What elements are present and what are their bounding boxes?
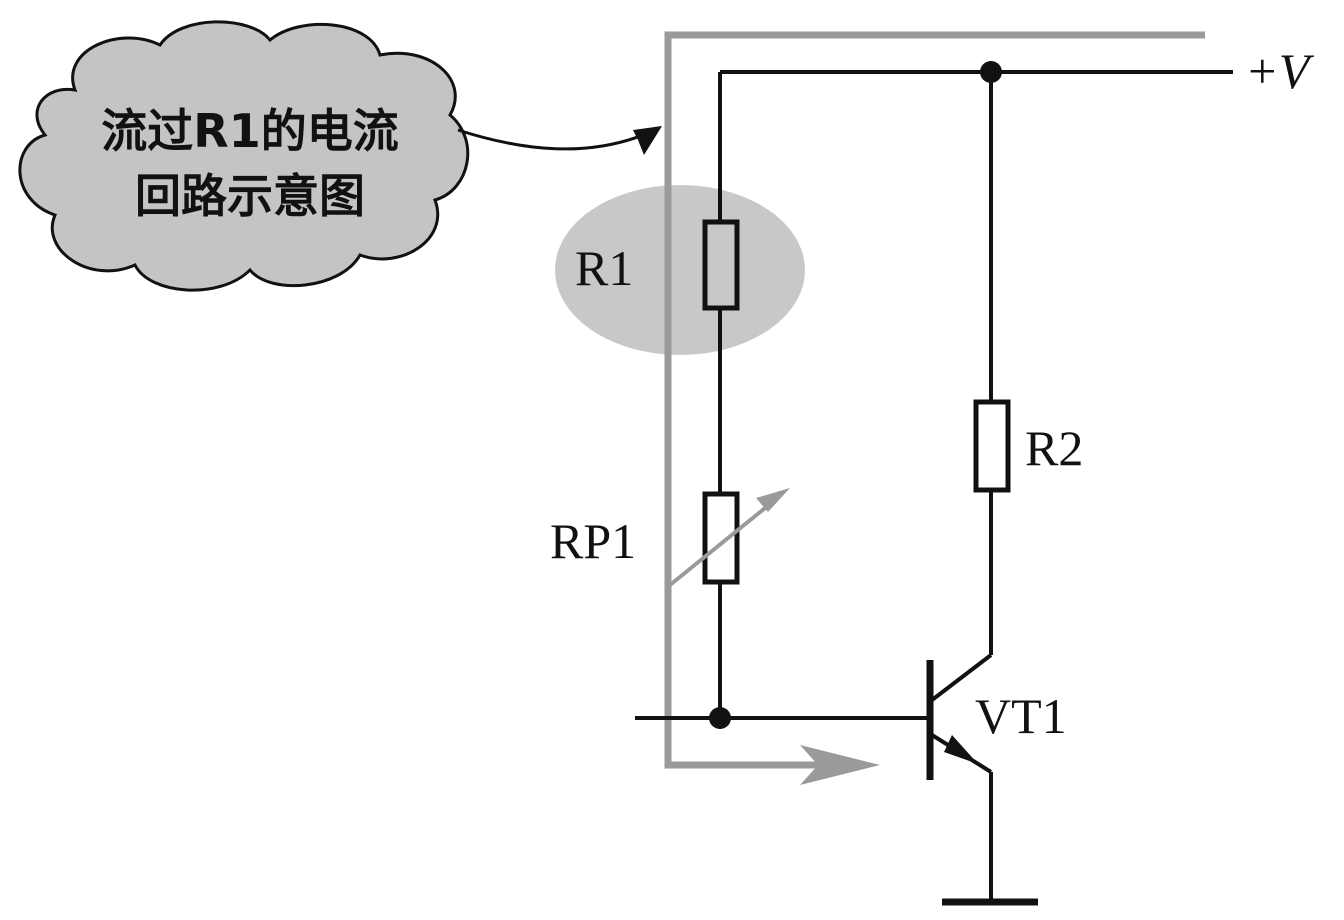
callout-cloud xyxy=(18,20,470,292)
vt1-label: VT1 xyxy=(975,688,1067,744)
callout-pointer-arrowhead xyxy=(633,126,662,155)
resistor-rp1 xyxy=(702,491,740,585)
rp1-variable-arrow-shaft xyxy=(668,498,777,587)
callout-line-1: 流过R1的电流 xyxy=(101,104,398,158)
rp1-label: RP1 xyxy=(550,513,636,569)
rp1-variable-arrowhead xyxy=(756,488,790,512)
supply-label: +V xyxy=(1245,43,1315,99)
r2-label: R2 xyxy=(1025,420,1083,476)
vt1-emitter-arrowhead xyxy=(944,735,978,764)
callout-line-2: 回路示意图 xyxy=(135,169,365,223)
vt1-collector xyxy=(930,653,993,702)
current-path-arrowhead xyxy=(800,745,880,785)
current-path xyxy=(664,31,1205,769)
callout-pointer-line xyxy=(457,128,656,151)
junction-base xyxy=(709,707,731,729)
r1-label: R1 xyxy=(575,240,633,296)
resistor-r2 xyxy=(973,399,1011,493)
r1-highlight xyxy=(555,185,805,355)
